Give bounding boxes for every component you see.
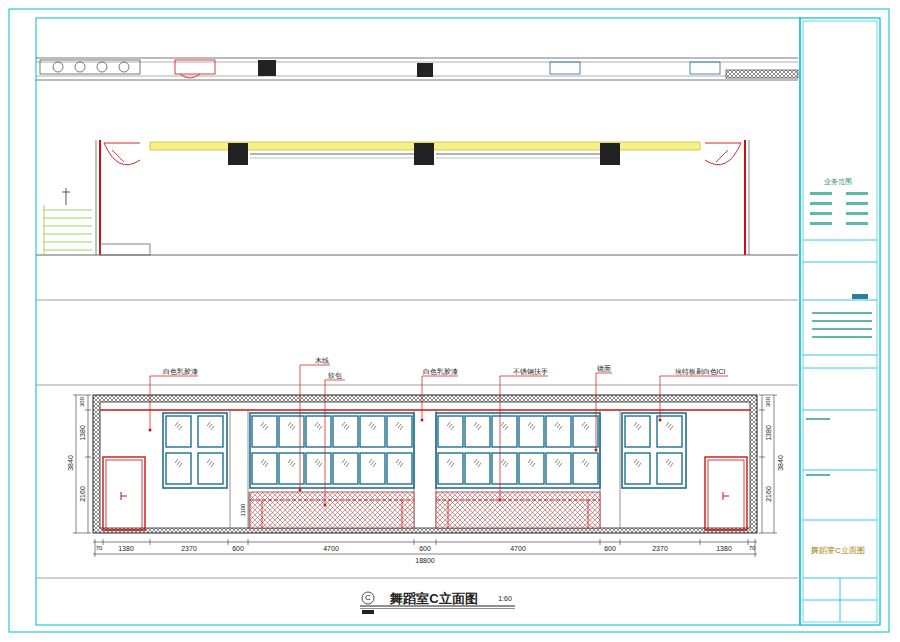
dimension: 1380 — [118, 545, 134, 552]
dimension: 1380 — [765, 425, 772, 441]
dimension: 2370 — [652, 545, 668, 552]
dimension: 2160 — [79, 486, 86, 502]
material-note: 不锈钢扶手 — [513, 368, 548, 375]
dimension: 4700 — [510, 545, 526, 552]
material-note: 白色乳胶漆 — [163, 368, 198, 375]
view-marker: C — [365, 594, 371, 602]
dimension: 70 — [749, 545, 756, 551]
service-heading: 业务范围 — [824, 178, 852, 185]
total-dimension: 18800 — [415, 557, 434, 564]
material-note: 镜面 — [597, 365, 611, 372]
material-note: 软包 — [328, 372, 342, 379]
dimension: 300 — [79, 397, 85, 407]
sheet-name: 舞蹈室C立面图 — [811, 547, 865, 555]
drawing-title: 舞蹈室C立面图 — [390, 592, 477, 605]
dimension: 3840 — [777, 455, 784, 471]
dimension: 1100 — [240, 504, 246, 517]
dimension: 600 — [604, 545, 616, 552]
material-note: 埃特板刷白色ICI — [675, 368, 726, 375]
scale-note: 1:60 — [498, 595, 512, 602]
dimension: 2160 — [765, 486, 772, 502]
dimension: 600 — [232, 545, 244, 552]
dimension: 300 — [765, 397, 771, 407]
material-note: 木线 — [315, 357, 329, 364]
dimension: 2370 — [181, 545, 197, 552]
dimension: 4700 — [323, 545, 339, 552]
dimension: 70 — [96, 545, 103, 551]
dimension: 3840 — [67, 455, 74, 471]
dimension: 600 — [419, 545, 431, 552]
material-note: 白色乳胶漆 — [423, 368, 458, 375]
dimension: 1380 — [716, 545, 732, 552]
dimension: 1380 — [79, 425, 86, 441]
